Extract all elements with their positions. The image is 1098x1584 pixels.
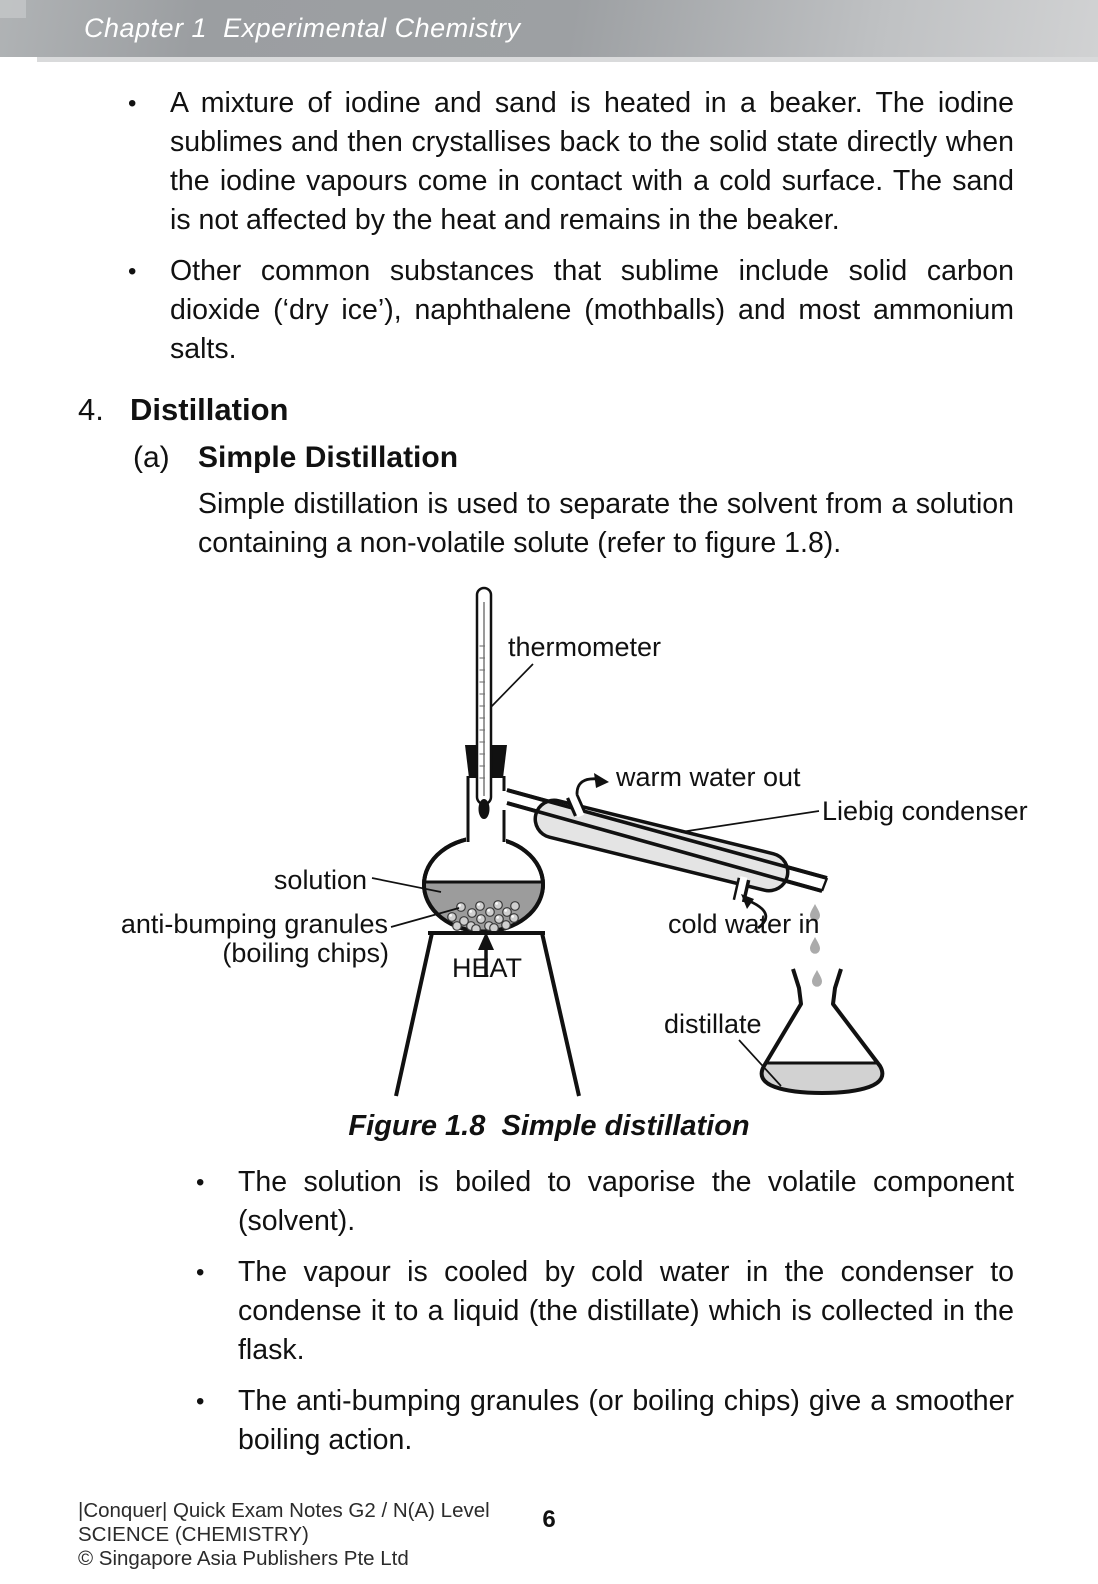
chapter-title: Chapter 1 Experimental Chemistry [84,13,521,43]
footer-subject: SCIENCE (CHEMISTRY) [78,1523,309,1546]
label-warm-water-out: warm water out [615,762,801,792]
thermometer [475,586,493,819]
label-thermometer: thermometer [508,632,661,662]
subsection-heading: (a) Simple Distillation [133,440,458,475]
label-anti-bumping-granules: anti-bumping granules [121,909,388,939]
bullet-marker: • [196,1388,205,1415]
distillate-droplets [810,904,822,987]
sublimation-bullet-list: • A mixture of iodine and sand is heated… [128,84,1014,381]
header-underline [37,57,1098,62]
granule-highlights [449,902,514,919]
liebig-condenser [506,773,829,930]
label-pointer-lines [371,663,820,1087]
section-heading: 4. Distillation [78,392,288,428]
heating-stand [394,931,581,1097]
subsection-intro: Simple distillation is used to separate … [198,488,1014,559]
list-item: • The anti-bumping granules (or boiling … [196,1382,1014,1460]
label-boiling-chips: (boiling chips) [222,938,389,968]
warm-water-arrow [575,773,609,795]
label-distillate: distillate [664,1009,762,1039]
header-corner-highlight [0,0,26,18]
cold-water-arrow [741,894,768,930]
conical-flask [759,968,885,1095]
cold-water-inlet-stub [732,876,751,904]
footer-series: |Conquer| Quick Exam Notes G2 / N(A) Lev… [78,1499,490,1522]
bullet-marker: • [128,90,137,117]
thermometer-bulb [478,799,490,819]
bullet-text-other-substances: Other common substances that sublime inc… [170,255,1014,365]
subsection-title: Simple Distillation [198,441,459,474]
heat-arrow [478,932,494,975]
page-number: 6 [542,1506,556,1533]
section-title: Distillation [130,392,289,427]
chapter-header-bar: Chapter 1 Experimental Chemistry [0,0,1098,57]
bullet-marker: • [196,1169,205,1196]
label-heat: HEAT [452,953,522,983]
list-item: • The solution is boiled to vaporise the… [196,1163,1014,1241]
list-item: • A mixture of iodine and sand is heated… [128,84,1014,240]
section-number: 4. [78,392,104,427]
footer-imprint: |Conquer| Quick Exam Notes G2 / N(A) Lev… [78,1499,490,1571]
label-cold-water-in: cold water in [668,909,820,939]
list-item: • The vapour is cooled by cold water in … [196,1253,1014,1370]
warm-water-outlet-stub [566,791,586,818]
list-item: • Other common substances that sublime i… [128,252,1014,369]
thermometer-scale [479,645,485,779]
distillate-fill [761,1063,883,1093]
figure-caption: Figure 1.8 Simple distillation [348,1110,750,1142]
subsection-label: (a) [133,441,170,474]
bullet-marker: • [196,1259,205,1286]
label-liebig-condenser: Liebig condenser [822,796,1028,826]
bullet-text-granules: The anti-bumping granules (or boiling ch… [238,1385,1014,1456]
bullet-marker: • [128,258,137,285]
bullet-text-iodine-sand: A mixture of iodine and sand is heated i… [170,87,1014,236]
footer-copyright: © Singapore Asia Publishers Pte Ltd [78,1547,409,1570]
label-solution: solution [274,865,367,895]
bullet-text-vapour-cooled: The vapour is cooled by cold water in th… [238,1256,1014,1366]
distillation-bullet-list: • The solution is boiled to vaporise the… [196,1163,1014,1472]
simple-distillation-diagram: thermometer warm water out Liebig conden… [121,586,1028,1097]
bullet-text-boiled: The solution is boiled to vaporise the v… [238,1166,1014,1237]
